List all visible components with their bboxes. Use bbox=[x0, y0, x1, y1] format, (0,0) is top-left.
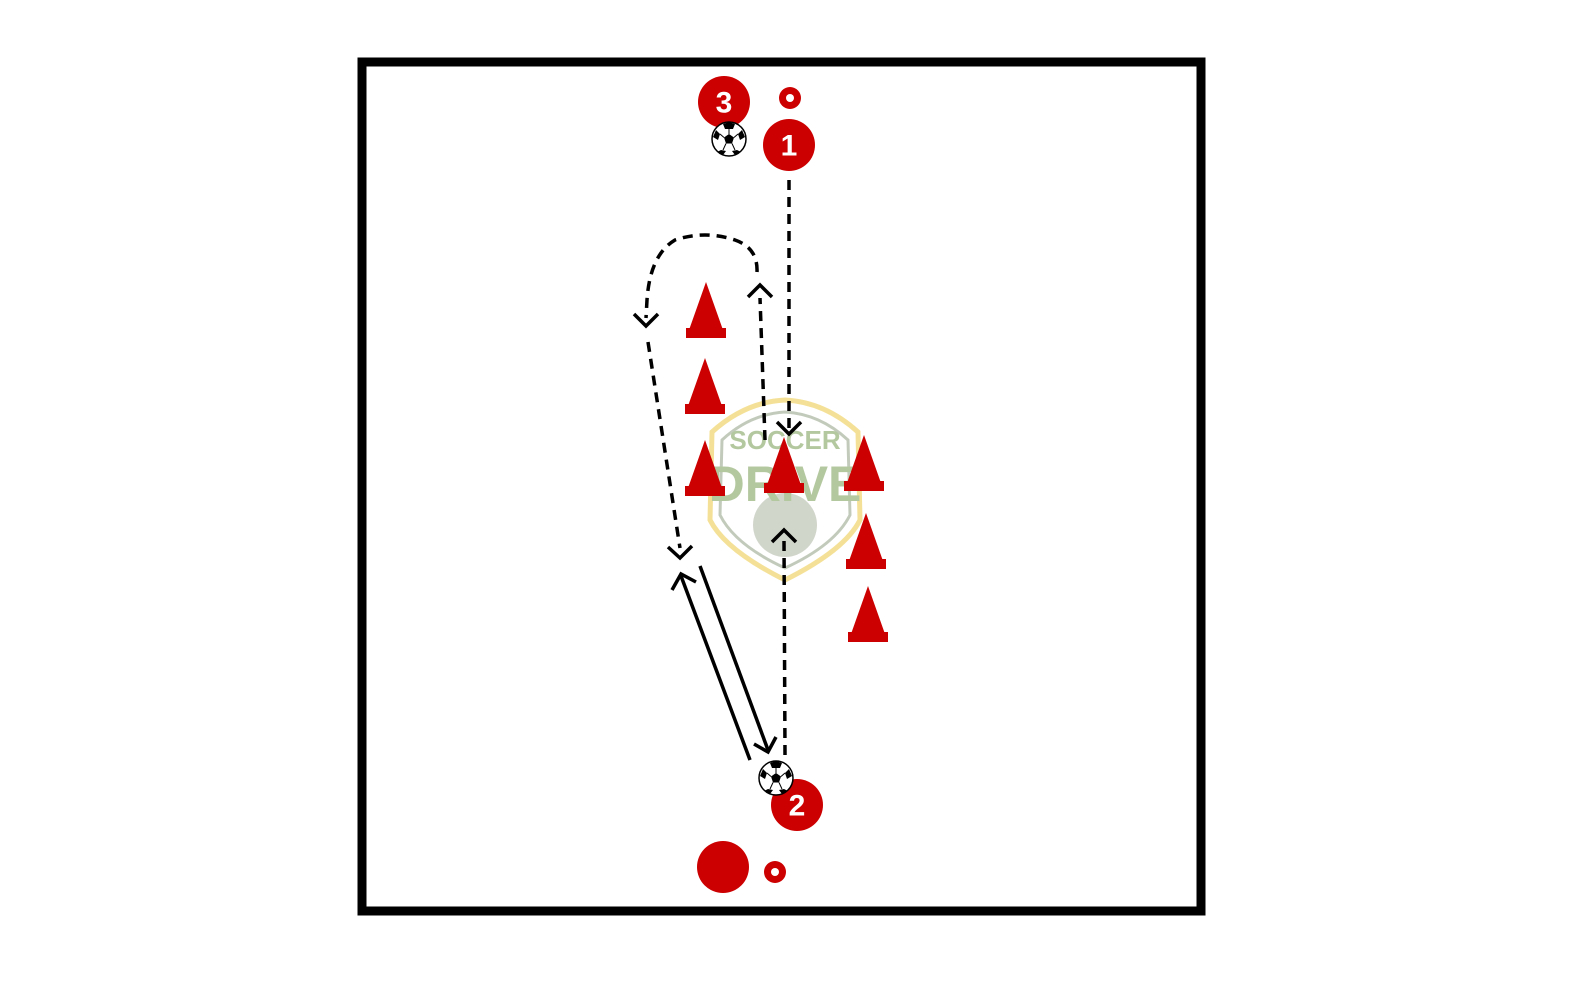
arrowhead-icon bbox=[666, 544, 694, 561]
pass-line-to-runner bbox=[670, 571, 752, 761]
soccer-ball-icon bbox=[758, 760, 794, 796]
player-3: 3 bbox=[698, 76, 750, 128]
arrowhead-icon bbox=[753, 736, 778, 755]
start-marker bbox=[779, 87, 801, 109]
player-unlabeled bbox=[697, 841, 749, 893]
player-label: 3 bbox=[716, 87, 733, 120]
arrowhead-icon bbox=[775, 420, 803, 437]
pass-line-return bbox=[698, 565, 778, 755]
arrowhead-icon bbox=[770, 527, 798, 544]
run-path-player-1 bbox=[775, 180, 803, 437]
soccer-ball-icon bbox=[711, 121, 747, 157]
run-path-player-2 bbox=[770, 527, 798, 756]
arrowhead-icon bbox=[632, 312, 660, 329]
player-label: 2 bbox=[789, 790, 806, 823]
player-label: 1 bbox=[781, 130, 798, 163]
arrowhead-icon bbox=[670, 571, 697, 591]
arrowhead-icon bbox=[746, 282, 774, 299]
curved-run-path bbox=[632, 233, 774, 561]
start-marker bbox=[764, 861, 786, 883]
player-1: 1 bbox=[763, 119, 815, 171]
